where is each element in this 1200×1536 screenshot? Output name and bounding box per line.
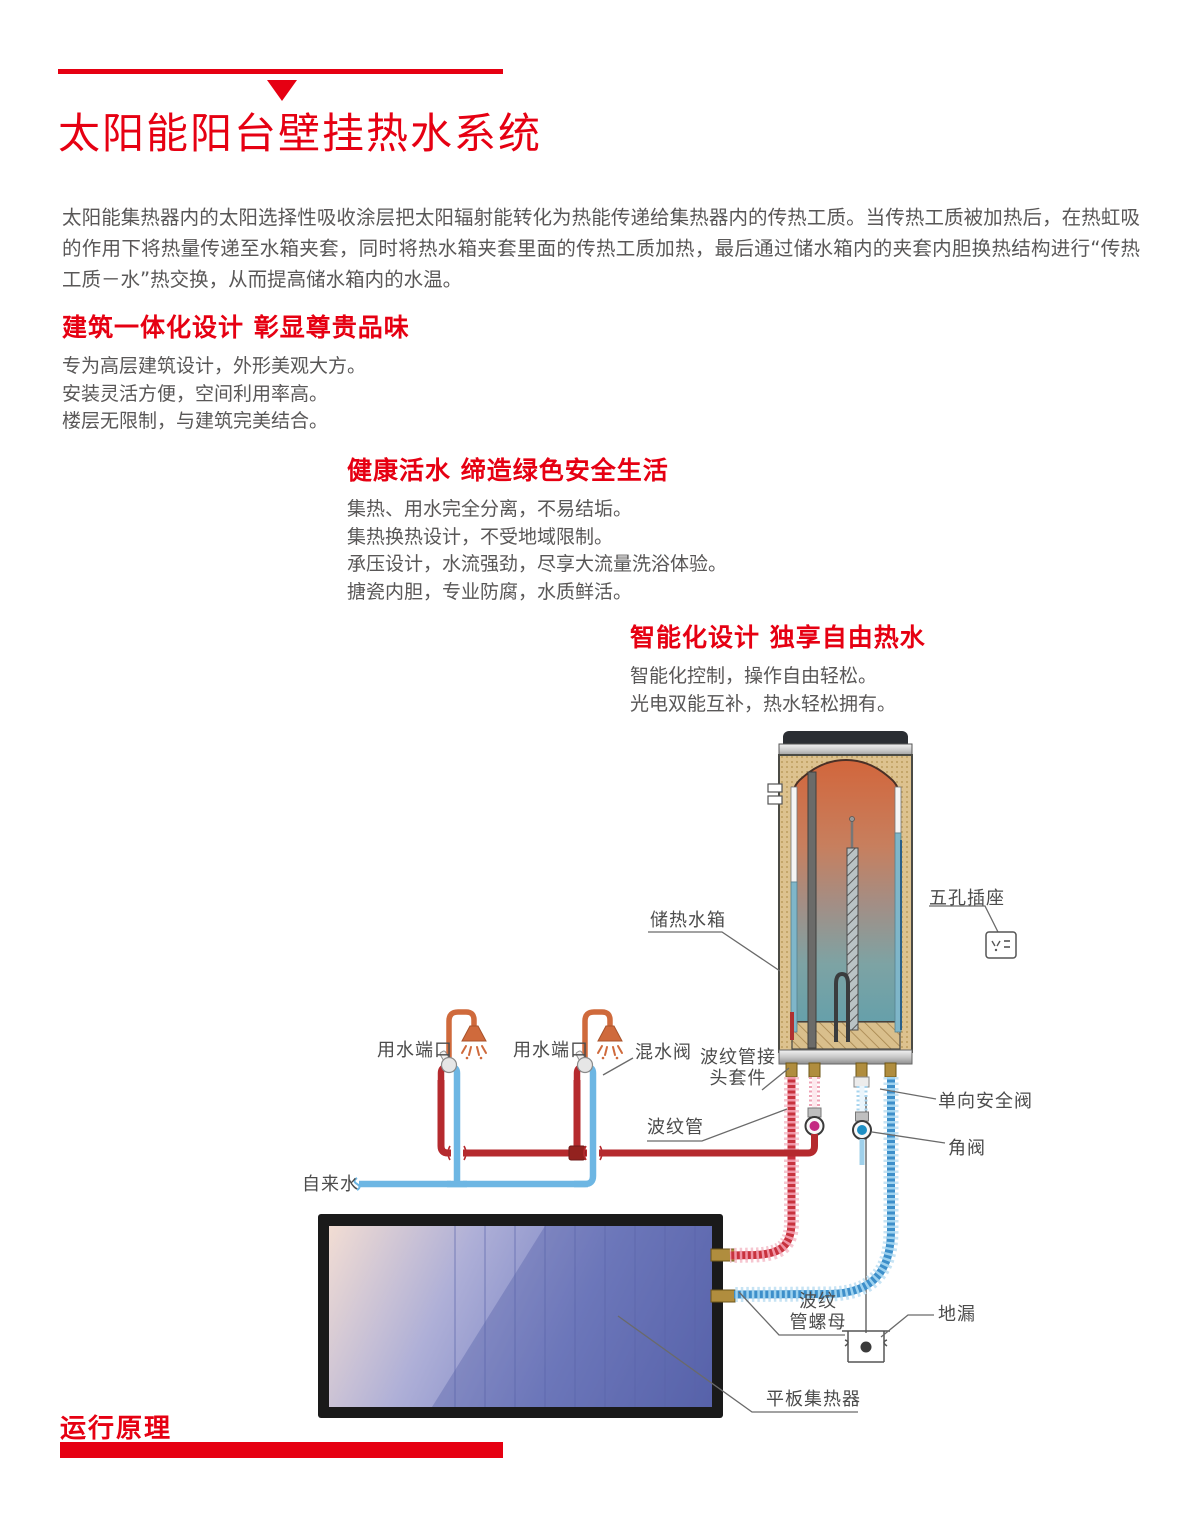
solar-collector (318, 1214, 736, 1418)
footer-heading: 运行原理 (60, 1414, 173, 1444)
section-heading: 建筑一体化设计 彰显尊贵品味 (62, 313, 410, 342)
label-check-valve: 单向安全阀 (938, 1091, 1033, 1112)
label-tap-water: 自来水 (302, 1174, 359, 1195)
storage-tank (767, 731, 913, 1088)
footer-rule (60, 1442, 503, 1458)
label-pipe-nut: 波纹 管螺母 (789, 1291, 847, 1333)
section-line: 楼层无限制，与建筑完美结合。 (62, 410, 329, 432)
u-tube (834, 971, 850, 1042)
label-storage-tank: 储热水箱 (650, 910, 726, 931)
label-water-port-1: 用水端口 (377, 1040, 453, 1061)
hot-water-line (437, 1080, 818, 1157)
section-healthy-water: 健康活水 缔造绿色安全生活 集热、用水完全分离，不易结垢。 集热换热设计，不受地… (347, 451, 727, 606)
socket-icon (985, 931, 1017, 959)
section-smart-design: 智能化设计 独享自由热水 智能化控制，操作自由轻松。 光电双能互补，热水轻松拥有… (630, 618, 926, 718)
page-title: 太阳能阳台壁挂热水系统 (58, 109, 543, 158)
heater-rod (846, 847, 859, 1031)
section-line: 集热换热设计，不受地域限制。 (347, 525, 614, 548)
section-line: 承压设计，水流强劲，尽享大流量洗浴体验。 (347, 553, 728, 575)
section-architecture: 建筑一体化设计 彰显尊贵品味 专为高层建筑设计，外形美观大方。 安装灵活方便，空… (62, 308, 410, 436)
tank-bottom-cap (778, 1049, 913, 1065)
section-heading: 健康活水 缔造绿色安全生活 (347, 456, 669, 485)
intro-paragraph: 太阳能集热器内的太阳选择性吸收涂层把太阳辐射能转化为热能传递给集热器内的传热工质… (62, 206, 1140, 291)
blue-corrugated-pipe (733, 1077, 899, 1302)
section-line: 集热、用水完全分离，不易结垢。 (347, 498, 633, 520)
label-flat-collector: 平板集热器 (766, 1389, 861, 1410)
indoor-piping (353, 1012, 818, 1191)
safety-valve-fitting (853, 1076, 870, 1088)
label-floor-drain: 地漏 (938, 1304, 976, 1325)
label-socket: 五孔插座 (929, 888, 1005, 909)
label-angle-valve: 角阀 (948, 1138, 986, 1159)
collector-panel (329, 1226, 712, 1407)
header-rule (58, 69, 503, 74)
drain-hole-icon (860, 1341, 872, 1353)
section-line: 光电双能互补，热水轻松拥有。 (630, 692, 897, 715)
label-pipe-joint-kit: 波纹管接 头套件 (700, 1047, 776, 1089)
section-line: 安装灵活方便，空间利用率高。 (62, 382, 329, 405)
pipe-crossing-marks (447, 1145, 603, 1161)
red-corrugated-pipe (729, 1077, 799, 1263)
label-corrugated-pipe: 波纹管 (647, 1117, 704, 1138)
tee-fitting (568, 1145, 586, 1161)
section-line: 搪瓷内胆，专业防腐，水质鲜活。 (347, 580, 633, 603)
section-line: 智能化控制，操作自由轻松。 (630, 665, 878, 687)
angle-valve (852, 1086, 872, 1165)
section-line: 专为高层建筑设计，外形美观大方。 (62, 355, 367, 377)
label-water-port-2: 用水端口 (513, 1040, 589, 1061)
collector-port-cold (710, 1289, 736, 1303)
leader-lines (602, 905, 999, 1413)
label-mixing-valve: 混水阀 (635, 1042, 692, 1063)
tank-port-fittings (785, 1062, 897, 1078)
tank-inner-pipe (807, 771, 817, 1049)
section-heading: 智能化设计 独享自由热水 (630, 623, 926, 652)
header-triangle-icon (267, 80, 297, 101)
hot-outlet-valve (804, 1077, 825, 1136)
